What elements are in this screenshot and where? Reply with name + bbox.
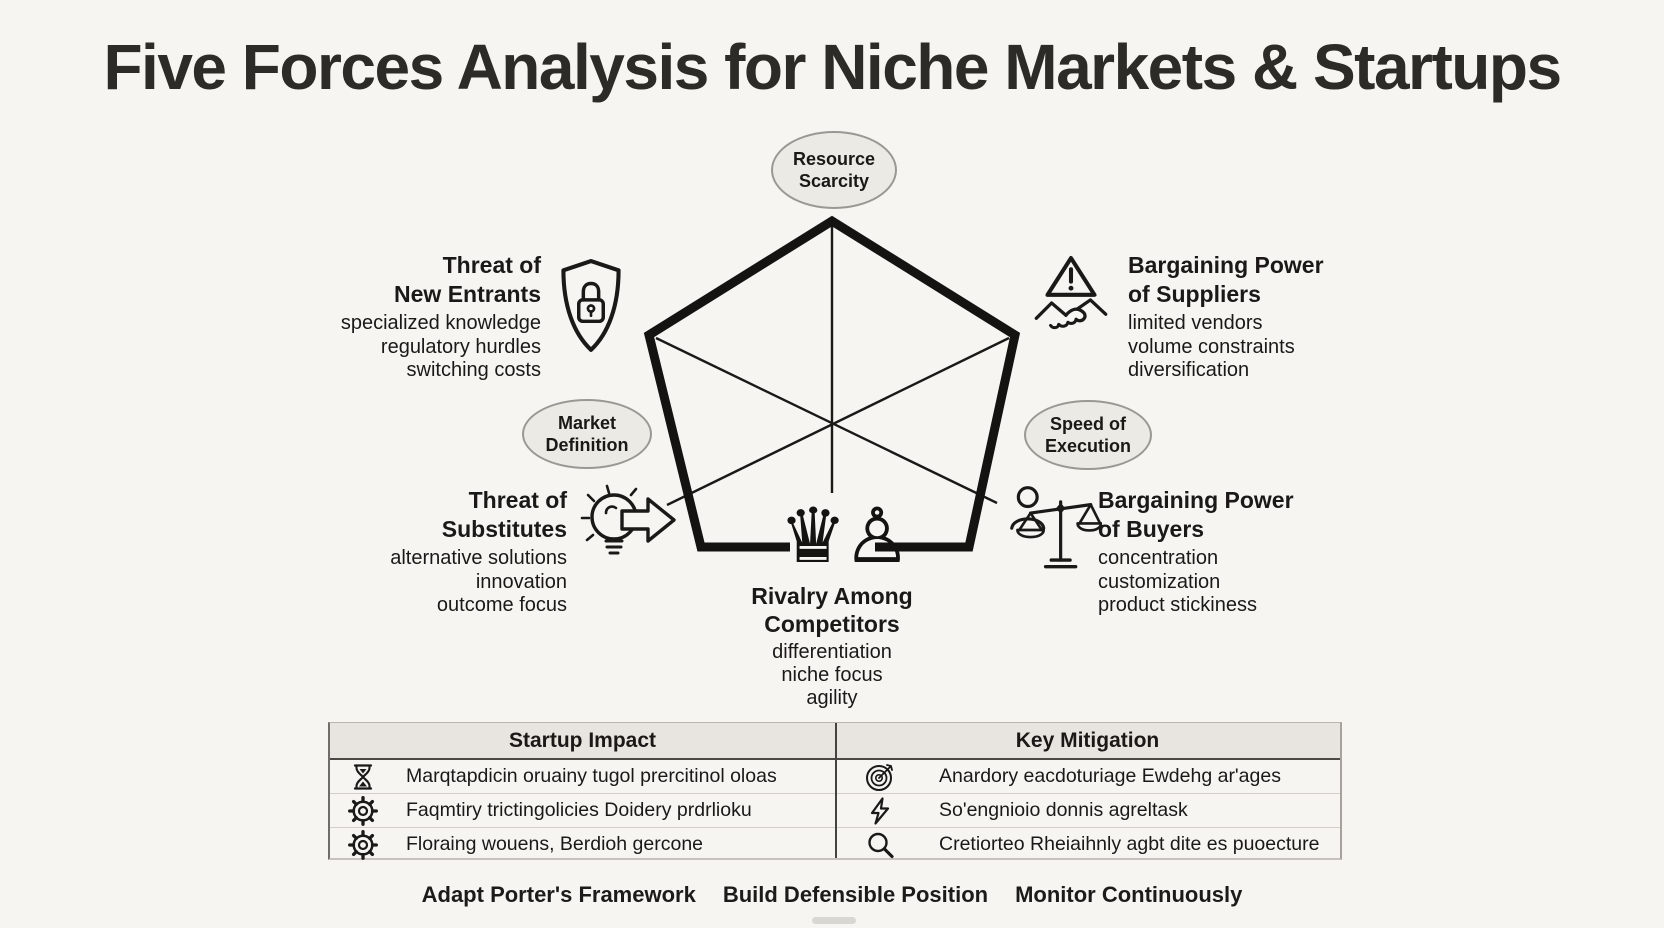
page-title: Five Forces Analysis for Niche Markets &… bbox=[103, 31, 1562, 103]
table-row: Floraing wouens, Berdioh gercone Cretior… bbox=[330, 828, 1340, 861]
magnifier-icon bbox=[868, 832, 894, 858]
force-item: niche focus bbox=[781, 664, 883, 686]
pentagon-diagonal-right-left bbox=[666, 336, 1010, 507]
force-rivalry-among-competitors: Rivalry Among Competitors differentiatio… bbox=[652, 582, 1012, 710]
chess-queen-icon: ♛ bbox=[779, 491, 847, 580]
footer-item-monitor-continuously: Monitor Continuously bbox=[1015, 882, 1243, 907]
mitigation-text: Cretiorteo Rheiaihnly agbt dite es puoec… bbox=[939, 833, 1320, 855]
oval-speed-of-execution: Speed of Execution bbox=[1024, 400, 1152, 470]
mitigation-cell: Anardory eacdoturiage Ewdehg ar'ages bbox=[835, 760, 1340, 793]
force-threat-of-substitutes: Threat of Substitutes alternative soluti… bbox=[227, 486, 567, 618]
force-item: outcome focus bbox=[436, 594, 567, 616]
force-title: New Entrants bbox=[394, 281, 541, 307]
target-dart-icon bbox=[866, 763, 893, 791]
table-column-divider bbox=[835, 723, 837, 858]
chess-pieces-icon: ♛♙ bbox=[779, 491, 911, 582]
hourglass-icon bbox=[353, 763, 373, 790]
oval-label: Market bbox=[557, 413, 617, 433]
person-scales-icon bbox=[1010, 486, 1102, 569]
force-title: Bargaining Power bbox=[1128, 252, 1324, 278]
force-title: of Buyers bbox=[1098, 516, 1205, 542]
force-item: customization bbox=[1098, 570, 1221, 593]
lightbulb-arrow-icon bbox=[580, 484, 676, 555]
force-title: Threat of bbox=[468, 487, 567, 513]
impact-cell: Floraing wouens, Berdioh gercone bbox=[330, 828, 835, 861]
pentagon-diagonal-left-right bbox=[655, 336, 998, 505]
oval-label: Speed of bbox=[1049, 414, 1126, 434]
force-title: Competitors bbox=[764, 611, 900, 637]
oval-label: Resource bbox=[792, 149, 876, 169]
oval-resource-scarcity: Resource Scarcity bbox=[771, 131, 897, 209]
oval-market-definition: Market Definition bbox=[522, 399, 652, 469]
impact-mitigation-table: Startup Impact Key Mitigation Marqtapdic… bbox=[328, 722, 1342, 860]
footer-principles: Adapt Porter's Framework Build Defensibl… bbox=[0, 882, 1664, 908]
force-item: specialized knowledge bbox=[340, 312, 541, 334]
force-item: diversification bbox=[1128, 359, 1250, 381]
gear-icon bbox=[348, 829, 378, 860]
footer-item-adapt-framework: Adapt Porter's Framework bbox=[421, 882, 696, 907]
oval-label: Definition bbox=[545, 435, 629, 455]
force-item: agility bbox=[806, 687, 858, 709]
oval-label: Execution bbox=[1044, 436, 1132, 456]
bottom-smudge-mark bbox=[812, 917, 856, 924]
impact-cell: Marqtapdicin oruainy tugol prercitinol o… bbox=[330, 760, 835, 793]
force-item: concentration bbox=[1098, 547, 1219, 569]
force-threat-of-new-entrants: Threat of New Entrants specialized knowl… bbox=[201, 251, 541, 383]
force-title: of Suppliers bbox=[1128, 281, 1261, 307]
force-bargaining-power-of-suppliers: Bargaining Power of Suppliers limited ve… bbox=[1128, 251, 1468, 383]
chess-pawn-icon: ♙ bbox=[843, 491, 911, 580]
force-bargaining-power-of-buyers: Bargaining Power of Buyers concentration… bbox=[1098, 486, 1438, 618]
mitigation-cell: So'engnioio donnis agreltask bbox=[835, 794, 1340, 827]
force-title: Rivalry Among bbox=[751, 583, 913, 609]
force-item: regulatory hurdles bbox=[380, 335, 541, 358]
warning-handshake-icon bbox=[1034, 256, 1108, 330]
pentagon-outline bbox=[643, 215, 1021, 552]
mitigation-text: Anardory eacdoturiage Ewdehg ar'ages bbox=[939, 765, 1281, 787]
force-item: differentiation bbox=[772, 641, 892, 663]
force-title: Bargaining Power bbox=[1098, 487, 1294, 513]
shield-lock-icon bbox=[561, 259, 621, 352]
gear-icon bbox=[348, 795, 378, 826]
force-item: product stickiness bbox=[1098, 594, 1257, 616]
force-item: limited vendors bbox=[1128, 312, 1263, 334]
force-item: switching costs bbox=[406, 359, 542, 381]
force-title: Substitutes bbox=[441, 516, 567, 542]
impact-cell: Faqmtiry trictingolicies Doidery prdrlio… bbox=[330, 794, 835, 827]
force-item: volume constraints bbox=[1128, 335, 1295, 358]
column-header-key-mitigation: Key Mitigation bbox=[1015, 728, 1160, 752]
table-row: Marqtapdicin oruainy tugol prercitinol o… bbox=[330, 760, 1340, 794]
lightning-icon bbox=[870, 796, 890, 825]
oval-label: Scarcity bbox=[798, 171, 870, 191]
column-header-startup-impact: Startup Impact bbox=[508, 728, 657, 752]
mitigation-cell: Cretiorteo Rheiaihnly agbt dite es puoec… bbox=[835, 828, 1340, 861]
force-item: innovation bbox=[475, 570, 567, 593]
mitigation-text: So'engnioio donnis agreltask bbox=[939, 799, 1188, 821]
footer-item-defensible-position: Build Defensible Position bbox=[722, 882, 989, 907]
force-title: Threat of bbox=[442, 252, 541, 278]
impact-text: Faqmtiry trictingolicies Doidery prdrlio… bbox=[406, 799, 752, 821]
impact-text: Floraing wouens, Berdioh gercone bbox=[406, 833, 704, 855]
impact-text: Marqtapdicin oruainy tugol prercitinol o… bbox=[406, 765, 777, 787]
force-item: alternative solutions bbox=[390, 547, 567, 569]
